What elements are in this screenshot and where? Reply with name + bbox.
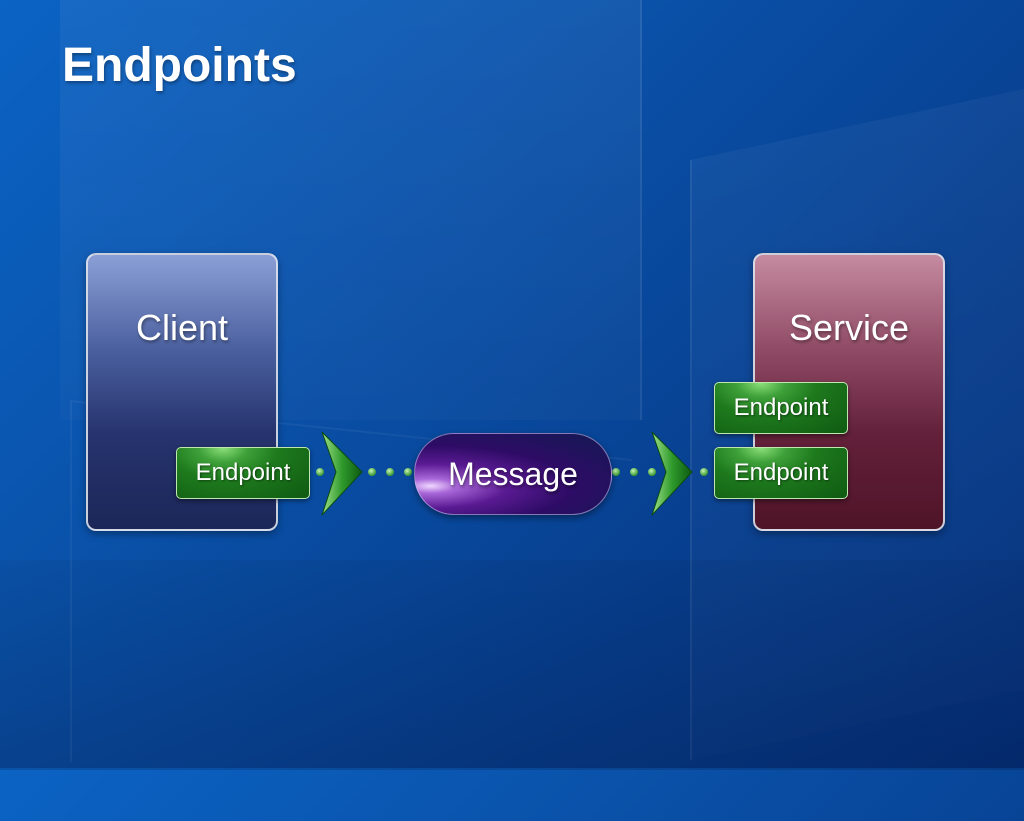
client-endpoint: Endpoint bbox=[176, 447, 310, 499]
client-label: Client bbox=[135, 307, 229, 348]
message-pill: Message bbox=[414, 433, 612, 515]
slide-title: Endpoints bbox=[62, 39, 297, 92]
service-endpoint: Endpoint bbox=[714, 382, 848, 434]
service-endpoint: Endpoint bbox=[714, 447, 848, 499]
dotted-connector-icon bbox=[316, 468, 412, 476]
flow-connectors bbox=[316, 431, 708, 516]
arrow-chevron-icon bbox=[651, 431, 693, 516]
service-label: Service bbox=[788, 307, 910, 348]
dotted-connector-icon bbox=[612, 468, 708, 476]
arrow-chevron-icon bbox=[321, 431, 363, 516]
